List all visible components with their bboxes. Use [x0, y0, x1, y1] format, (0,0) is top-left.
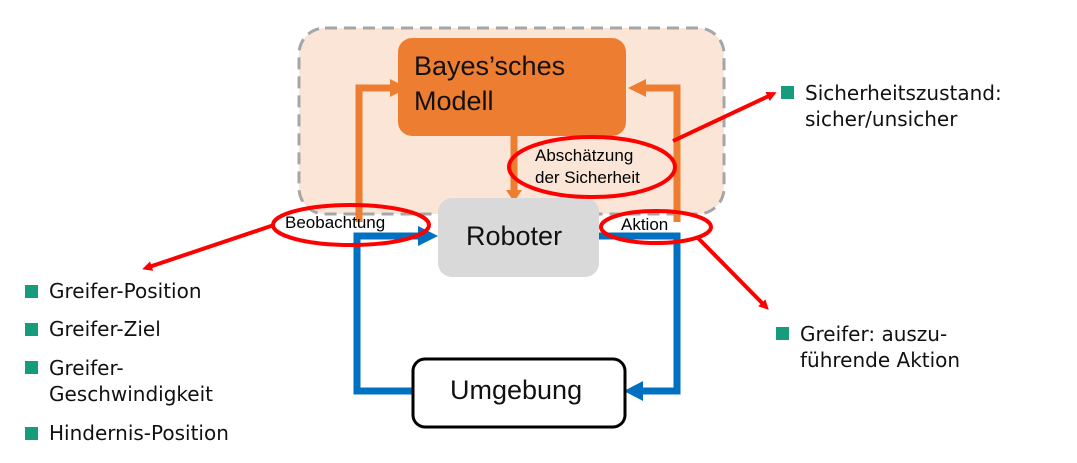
- estimate-highlight: [507, 135, 677, 199]
- bullet-square-icon: [776, 327, 789, 340]
- safety-line1: Sicherheitszustand:: [805, 81, 1002, 105]
- bullet-square-icon: [781, 86, 794, 99]
- list-item-text: Greifer-Position: [49, 279, 202, 303]
- bullet-square-icon: [25, 361, 38, 374]
- model-label-line1: Bayes’sches: [414, 51, 566, 81]
- list-item-text: Greifer-Ziel: [49, 317, 161, 341]
- action-line1: Greifer: auszu-: [800, 322, 948, 346]
- action-pointer: [696, 236, 769, 310]
- observation-label: Beobachtung: [285, 213, 386, 232]
- orange-arrows: [355, 84, 681, 222]
- bullet-square-icon: [25, 323, 38, 336]
- environment-label: Umgebung: [450, 375, 583, 405]
- list-item: Greifer- Geschwindigkeit: [25, 355, 229, 407]
- list-item-text-line2: Geschwindigkeit: [49, 382, 214, 406]
- estimate-pointer: [672, 92, 777, 143]
- list-item: Hindernis-Position: [25, 421, 229, 445]
- estimate-label-line2: der Sicherheit: [535, 168, 640, 187]
- list-item: Greifer-Ziel: [25, 317, 229, 341]
- bullet-square-icon: [25, 285, 38, 298]
- list-item: Greifer: auszu- führende Aktion: [776, 321, 960, 373]
- action-label: Aktion: [621, 215, 669, 234]
- action-line2: führende Aktion: [800, 348, 961, 372]
- model-box: [398, 38, 626, 136]
- list-item-text: Hindernis-Position: [49, 421, 229, 445]
- list-item: Sicherheitszustand: sicher/unsicher: [781, 80, 1002, 132]
- robot-box: [438, 198, 599, 277]
- safety-state-item: Sicherheitszustand: sicher/unsicher: [781, 80, 1002, 132]
- observation-list: Greifer-Position Greifer-Ziel Greifer- G…: [25, 279, 229, 445]
- robot-label: Roboter: [466, 221, 563, 251]
- estimate-label: Abschätzung der Sicherheit: [535, 145, 640, 189]
- observation-to-model-line: [355, 84, 392, 222]
- blue-arrows: [353, 232, 681, 395]
- environment-box: [411, 357, 627, 429]
- model-label-line2: Modell: [414, 86, 494, 116]
- estimate-label-line1: Abschätzung: [535, 146, 634, 165]
- model-label: Bayes’sches Modell: [414, 49, 565, 119]
- safety-line2: sicher/unsicher: [805, 107, 958, 131]
- bullet-square-icon: [25, 427, 38, 440]
- robot-to-environment-line: [599, 232, 681, 395]
- action-item: Greifer: auszu- führende Aktion: [776, 321, 960, 373]
- list-item-text-line1: Greifer-: [49, 356, 124, 380]
- environment-arrowhead: [624, 381, 643, 401]
- model-to-robot-arrowhead: [506, 190, 522, 202]
- action-highlight: [599, 209, 713, 245]
- environment-to-robot-line: [353, 232, 420, 395]
- list-item: Greifer-Position: [25, 279, 229, 303]
- action-to-model-arrowhead: [628, 79, 646, 97]
- action-to-model-line: [644, 84, 681, 222]
- observation-pointer: [142, 223, 275, 271]
